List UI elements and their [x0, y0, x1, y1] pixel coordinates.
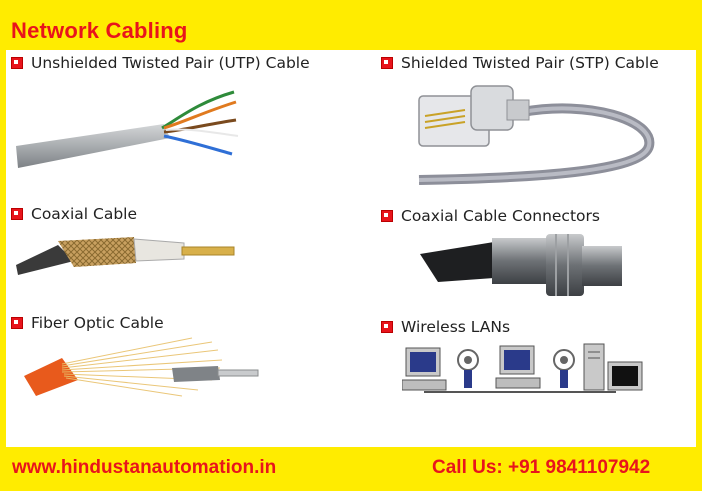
item-coaxial: Coaxial Cable: [11, 205, 137, 223]
bullet-icon: [381, 321, 393, 333]
stp-cable-icon: [418, 85, 655, 185]
website-link[interactable]: www.hindustanautomation.in: [12, 457, 277, 478]
bullet-icon: [11, 208, 23, 220]
utp-cable-icon: [16, 90, 239, 168]
bullet-icon: [11, 57, 23, 69]
top-border: [0, 0, 702, 10]
item-utp-label: Unshielded Twisted Pair (UTP) Cable: [31, 54, 310, 72]
right-border: [696, 50, 702, 447]
footer-bar: [0, 447, 702, 491]
item-stp-label: Shielded Twisted Pair (STP) Cable: [401, 54, 659, 72]
item-wireless-label: Wireless LANs: [401, 318, 511, 336]
left-border: [0, 50, 6, 447]
fiber-optic-cable-icon: [24, 337, 259, 397]
item-fiber-label: Fiber Optic Cable: [31, 314, 164, 332]
bullet-icon: [381, 57, 393, 69]
item-stp: Shielded Twisted Pair (STP) Cable: [381, 54, 659, 72]
page-title: Network Cabling: [11, 18, 188, 43]
item-coaxial-label: Coaxial Cable: [31, 205, 138, 223]
coaxial-cable-icon: [16, 237, 235, 275]
coaxial-connector-icon: [420, 234, 622, 296]
item-fiber: Fiber Optic Cable: [11, 314, 164, 332]
bullet-icon: [11, 317, 23, 329]
bullet-icon: [381, 210, 393, 222]
item-wireless: Wireless LANs: [381, 318, 510, 336]
title-bar: [0, 10, 702, 50]
call-us-text: Call Us: +91 9841107942: [432, 457, 651, 478]
item-coaxial-connectors-label: Coaxial Cable Connectors: [401, 207, 600, 225]
item-coaxial-connectors: Coaxial Cable Connectors: [381, 207, 600, 225]
wireless-lan-icon: [402, 343, 643, 393]
item-utp: Unshielded Twisted Pair (UTP) Cable: [11, 54, 310, 72]
